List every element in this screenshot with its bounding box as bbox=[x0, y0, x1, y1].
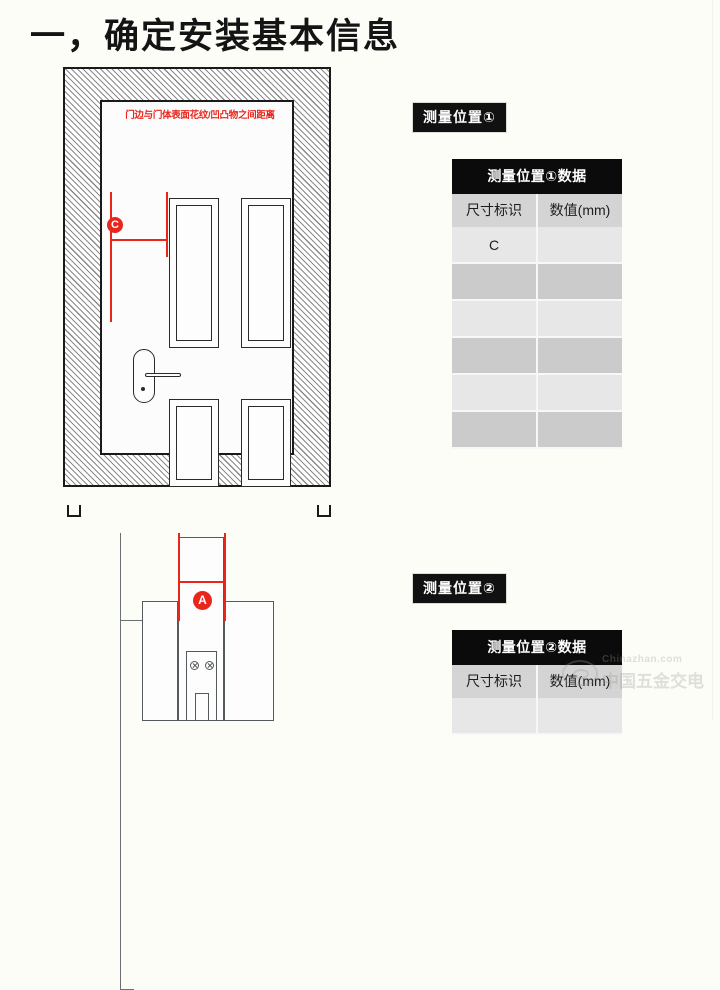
table-cell-value[interactable] bbox=[537, 374, 622, 412]
measurement-position-2-table: 测量位置②数据 尺寸标识 数值(mm) bbox=[452, 630, 622, 735]
dimension-line-horizontal bbox=[110, 239, 168, 241]
lock-dimension-line-horizontal bbox=[178, 581, 226, 583]
lock-flange-left-edge bbox=[120, 533, 122, 620]
dimension-line-vertical-inner bbox=[166, 192, 168, 257]
measurement-position-2-tag: 测量位置② bbox=[412, 573, 507, 604]
dimension-marker-c: C bbox=[107, 217, 123, 233]
table-row bbox=[452, 374, 622, 412]
door-diagram: 门边与门体表面花纹/凹凸物之间距离 C bbox=[63, 67, 335, 517]
table-row bbox=[452, 263, 622, 301]
table-1-column-header-value: 数值(mm) bbox=[537, 194, 622, 227]
table-cell-label[interactable]: C bbox=[452, 227, 538, 264]
table-cell-value[interactable] bbox=[537, 411, 622, 449]
table-cell-label[interactable] bbox=[452, 374, 538, 412]
dimension-line-vertical bbox=[110, 192, 112, 322]
table-row: C bbox=[452, 227, 622, 264]
screw-icon bbox=[190, 661, 199, 670]
door-handle-lever bbox=[145, 373, 181, 377]
table-2-column-header-value: 数值(mm) bbox=[537, 665, 622, 698]
table-cell-value[interactable] bbox=[537, 698, 622, 735]
measurement-position-1-table: 测量位置①数据 尺寸标识 数值(mm) C bbox=[452, 159, 622, 449]
table-row bbox=[452, 698, 622, 735]
lock-latch-slot bbox=[195, 693, 209, 721]
table-cell-label[interactable] bbox=[452, 411, 538, 449]
door-panel-inner bbox=[176, 205, 212, 341]
table-cell-value[interactable] bbox=[537, 337, 622, 375]
door-panel-bottom-left bbox=[169, 399, 219, 487]
dimension-marker-a: A bbox=[193, 591, 212, 610]
door-panel-bottom-right bbox=[241, 399, 291, 487]
door-red-annotation: 门边与门体表面花纹/凹凸物之间距离 bbox=[125, 110, 275, 121]
lock-flange-right bbox=[224, 601, 274, 721]
lock-dimension-line-right bbox=[224, 533, 226, 621]
door-panel-inner bbox=[248, 205, 284, 341]
lock-dimension-line-left bbox=[178, 533, 180, 621]
door-panel-inner bbox=[176, 406, 212, 480]
door-panel-inner bbox=[248, 406, 284, 480]
table-2-column-header-label: 尺寸标识 bbox=[452, 665, 538, 698]
table-cell-label[interactable] bbox=[452, 337, 538, 375]
table-row bbox=[452, 300, 622, 338]
table-row bbox=[452, 411, 622, 449]
lock-flange-left-step bbox=[120, 620, 150, 622]
lock-diagram: A bbox=[120, 533, 310, 990]
measurement-position-1-tag: 测量位置① bbox=[412, 102, 507, 133]
door-keyhole-icon bbox=[141, 387, 145, 391]
page-title: 一，确定安装基本信息 bbox=[30, 17, 401, 56]
table-cell-label[interactable] bbox=[452, 300, 538, 338]
door-frame-foot-right bbox=[317, 505, 331, 517]
table-cell-label[interactable] bbox=[452, 263, 538, 301]
right-edge-rule bbox=[712, 0, 713, 721]
screw-icon bbox=[205, 661, 214, 670]
table-cell-value[interactable] bbox=[537, 227, 622, 264]
lock-body-edge-left bbox=[120, 621, 122, 806]
door-panel-top-right bbox=[241, 198, 291, 348]
table-cell-value[interactable] bbox=[537, 263, 622, 301]
lock-body-edge-right bbox=[120, 805, 122, 990]
lock-flange-left bbox=[142, 601, 178, 721]
table-1-title: 测量位置①数据 bbox=[452, 159, 622, 194]
table-2-title: 测量位置②数据 bbox=[452, 630, 622, 665]
table-row bbox=[452, 337, 622, 375]
table-1-column-header-label: 尺寸标识 bbox=[452, 194, 538, 227]
door-panel-top-left bbox=[169, 198, 219, 348]
table-cell-value[interactable] bbox=[537, 300, 622, 338]
table-cell-label[interactable] bbox=[452, 698, 538, 735]
door-frame-foot-left bbox=[67, 505, 81, 517]
